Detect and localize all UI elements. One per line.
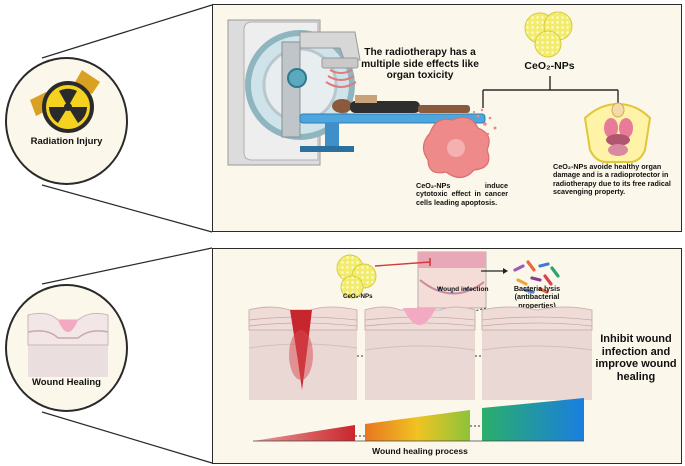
wound-healing-process-label: Wound healing process	[372, 446, 468, 456]
protective-note: CeO₂-NPs avoide healthy organ damage and…	[553, 162, 671, 197]
skin-stage-bleeding	[248, 306, 358, 400]
skin-stage-healing	[364, 306, 476, 400]
ceo2-nps-title: CeO₂-NPs	[524, 60, 575, 72]
radiotherapy-note: The radiotherapy has a multiple side eff…	[361, 47, 479, 81]
wound-healing-label: Wound Healing	[32, 377, 101, 388]
bacteria-lysis-label: Bacteria lysis (antibacterial properties…	[513, 284, 561, 310]
skin-stage-healed	[481, 306, 593, 400]
inhibit-note: Inhibit wound infection and improve woun…	[595, 333, 677, 383]
radiation-injury-circle	[5, 57, 128, 185]
ceo2-nps-small-label: CeO₂-NPs	[343, 293, 373, 300]
radiation-injury-label: Radiation Injury	[30, 136, 103, 147]
cytotoxic-note: CeO₂-NPs induce cytotoxic effect in canc…	[416, 181, 508, 207]
wound-infection-label: Wound infection	[437, 286, 489, 293]
